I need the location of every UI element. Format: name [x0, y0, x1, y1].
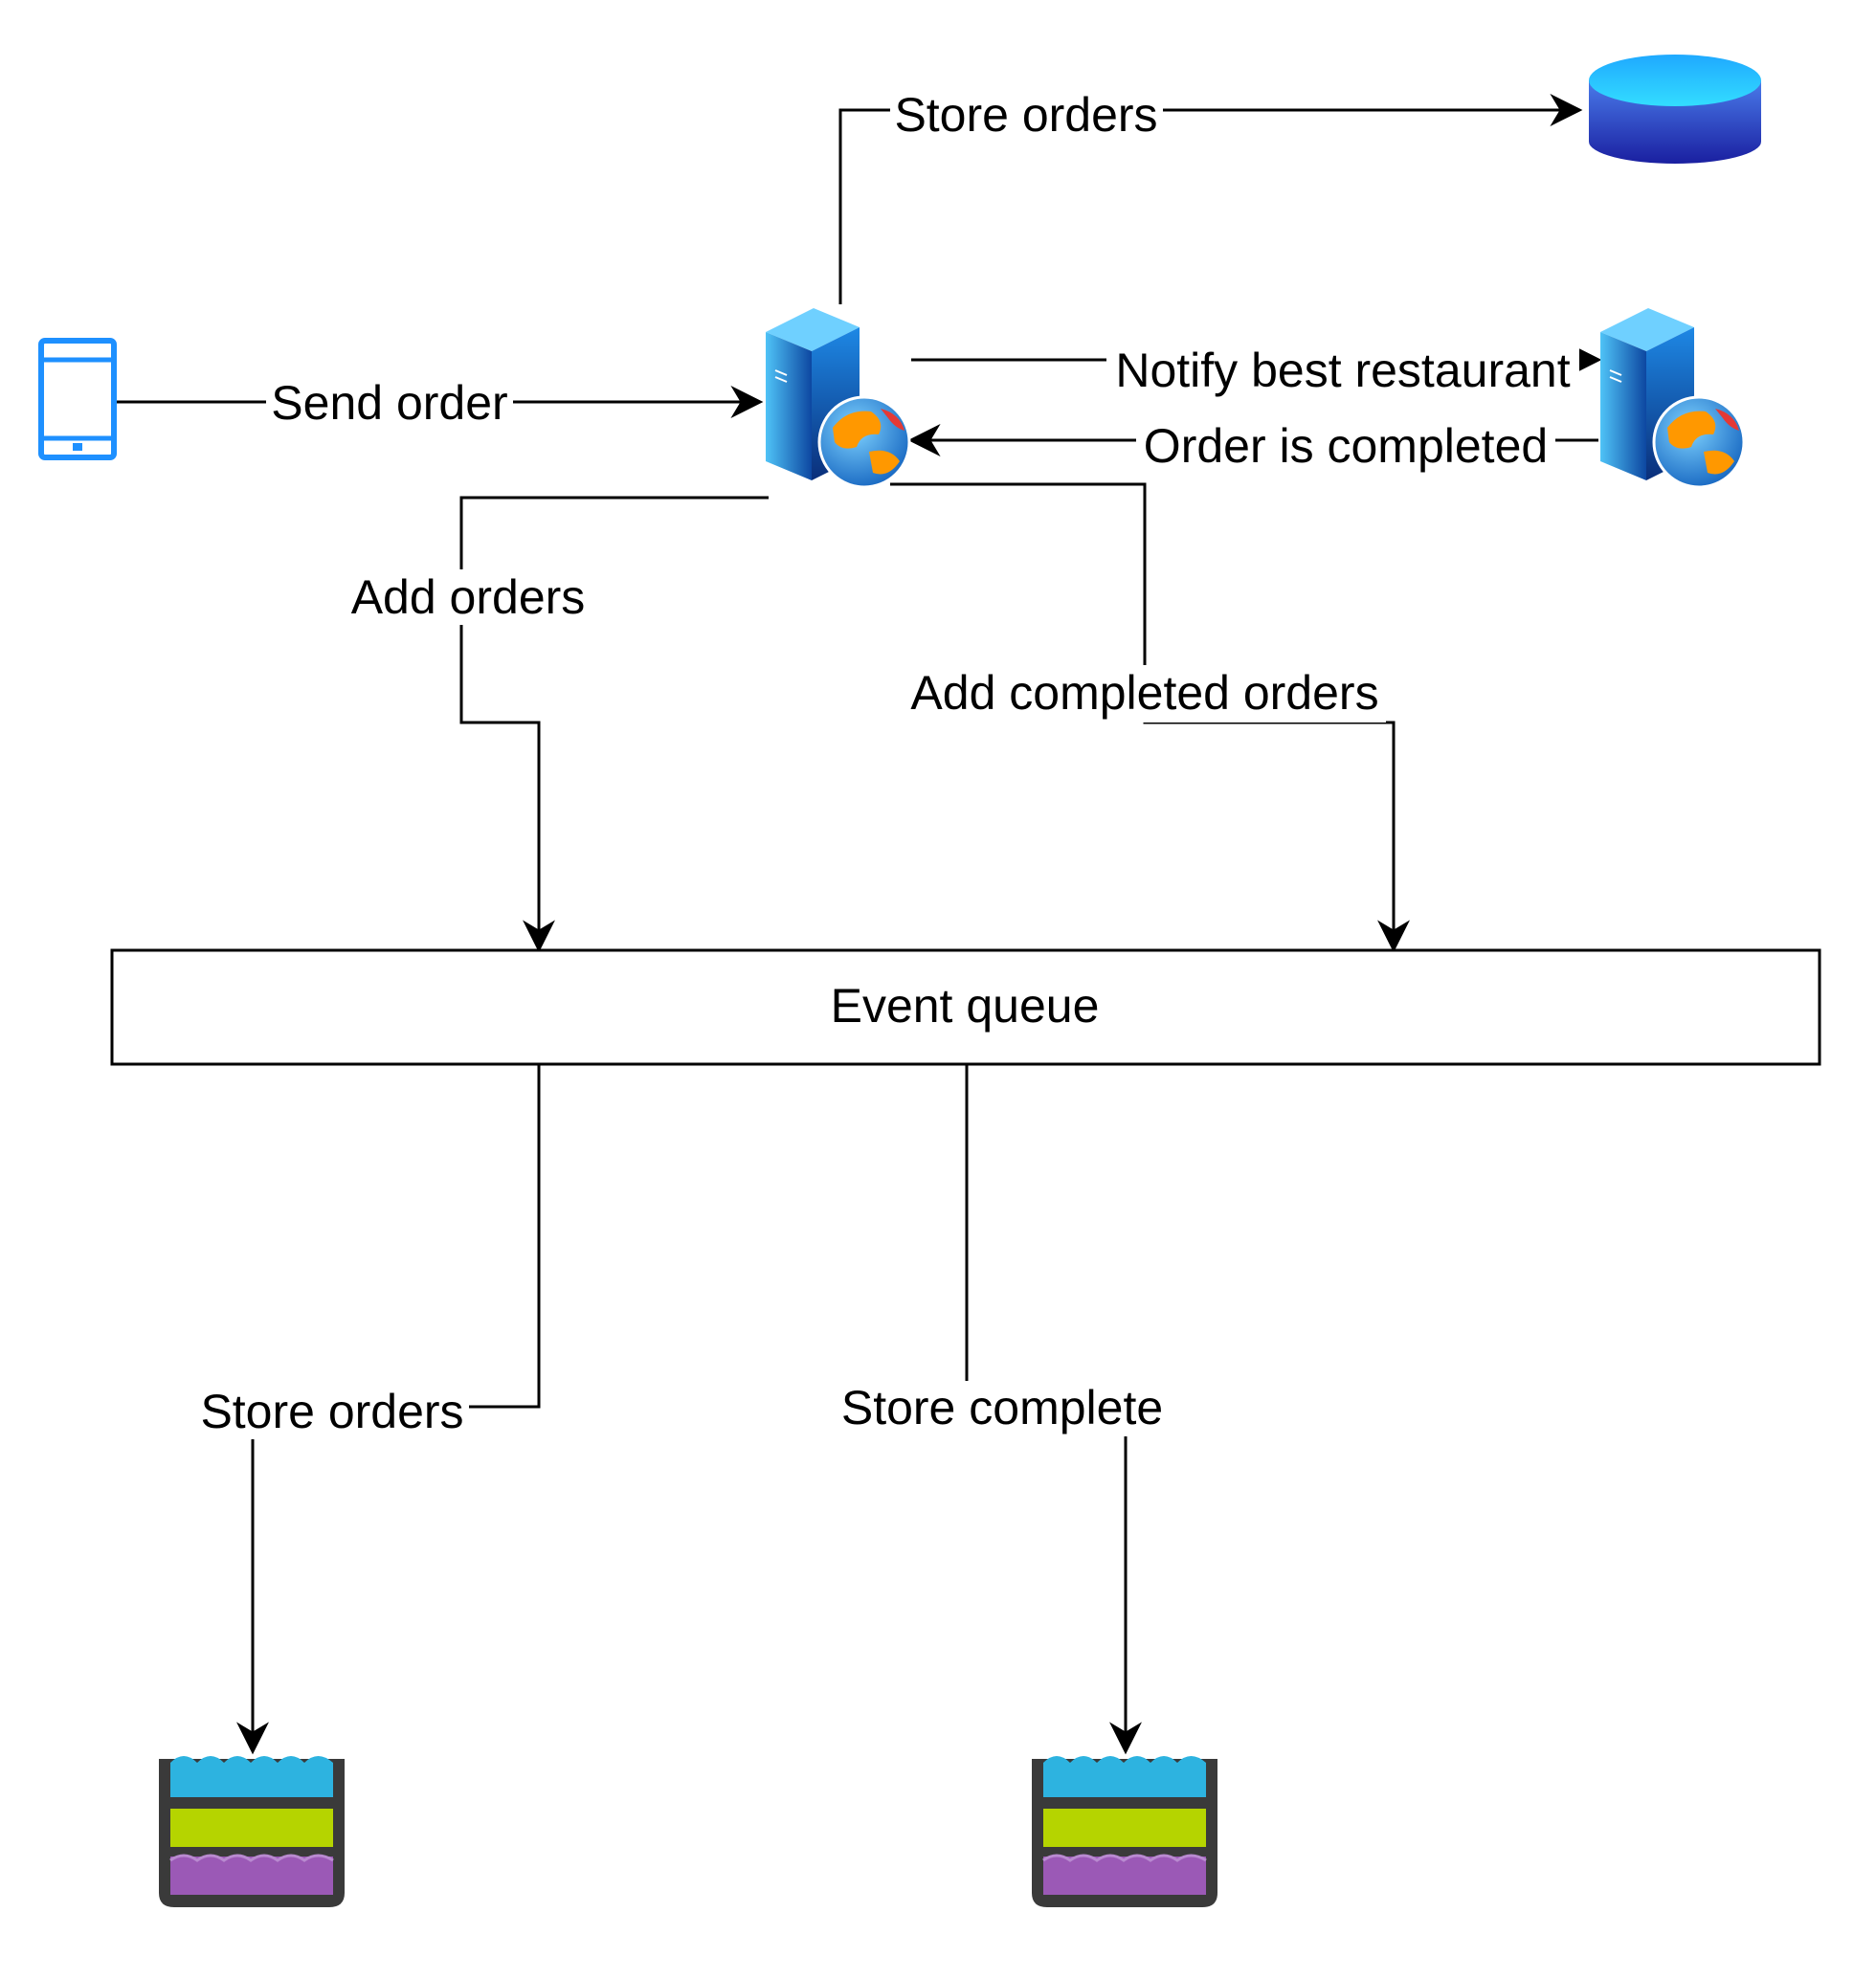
edge-store-orders-top: [838, 94, 1583, 304]
label-order-is-completed: Order is completed: [1136, 418, 1555, 473]
event-queue-node[interactable]: Event queue: [110, 948, 1821, 1066]
label-store-complete: Store complete: [835, 1381, 1170, 1436]
database-cylinder-icon[interactable]: [1589, 55, 1761, 164]
edge-add-orders: [459, 496, 769, 953]
svg-text:Store orders: Store orders: [200, 1385, 463, 1438]
label-send-order: Send order: [266, 375, 513, 430]
svg-text:Add completed orders: Add completed orders: [910, 666, 1378, 720]
label-add-orders: Add orders: [346, 569, 590, 625]
data-lake-icon[interactable]: [1032, 1756, 1217, 1907]
label-store-orders-top: Store orders: [890, 86, 1163, 142]
svg-text:Add orders: Add orders: [351, 570, 586, 624]
svg-text:Notify best restaurant: Notify best restaurant: [1115, 344, 1570, 397]
svg-text:Send order: Send order: [271, 376, 507, 430]
data-lake-icon[interactable]: [159, 1756, 345, 1907]
event-queue-label: Event queue: [831, 979, 1100, 1033]
web-server-icon[interactable]: [766, 308, 911, 489]
label-add-completed-orders: Add completed orders: [904, 665, 1386, 723]
globe-icon: [817, 395, 911, 489]
label-store-orders-bottom: Store orders: [195, 1384, 469, 1439]
mobile-phone-icon[interactable]: [38, 338, 117, 460]
svg-text:Store orders: Store orders: [894, 88, 1157, 142]
globe-icon: [1652, 395, 1746, 489]
svg-text:Store complete: Store complete: [841, 1381, 1163, 1434]
svg-text:Order is completed: Order is completed: [1144, 419, 1548, 473]
label-notify-best-restaurant: Notify best restaurant: [1106, 342, 1579, 397]
restaurant-server-icon[interactable]: [1600, 308, 1746, 489]
